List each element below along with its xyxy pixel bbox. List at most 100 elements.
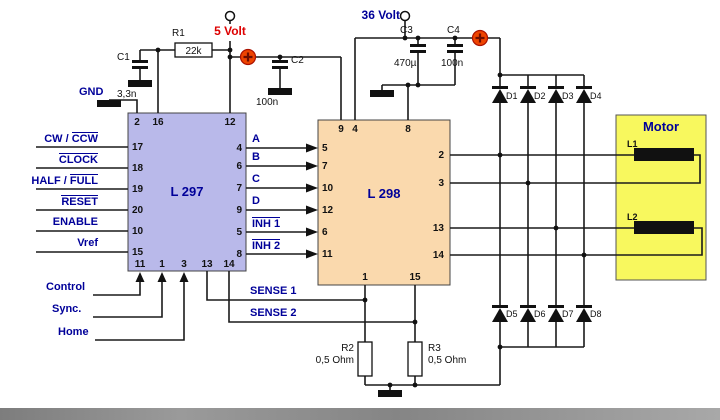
l298-pin-9: 9 [338, 124, 344, 135]
capacitor-c4 [447, 44, 463, 53]
input-label-vref: Vref [14, 237, 98, 250]
l297-pin-20: 20 [132, 205, 144, 216]
l297-pin-17: 17 [132, 142, 144, 153]
l297-pin-9: 9 [236, 205, 242, 216]
d2-label: D2 [534, 91, 546, 101]
r2-name: R2 [341, 343, 354, 354]
gnd-symbol [97, 100, 121, 107]
diode-d7 [548, 305, 564, 322]
l297-pin-12: 12 [224, 117, 236, 128]
gnd-label: GND [79, 86, 104, 98]
l298-title: L 298 [367, 186, 401, 201]
junction-dots [155, 35, 587, 388]
d5-label: D5 [506, 309, 518, 319]
label-overlined: FULL [69, 174, 98, 187]
diode-d5 [492, 305, 508, 322]
label-plain: D [252, 195, 260, 207]
input-label-reset: RESET [14, 195, 98, 209]
l297-pin-2: 2 [134, 117, 140, 128]
control-label: Control [46, 281, 86, 293]
ground-symbols [97, 80, 402, 397]
label-overlined: CLOCK [58, 153, 98, 166]
label-overlined: INH 2 [252, 239, 281, 252]
motor-title: Motor [642, 119, 680, 134]
c4-name: C4 [447, 25, 460, 36]
c1-value: 3,3n [117, 89, 137, 100]
plus-node-5v [239, 48, 257, 66]
l298-pin-10: 10 [322, 183, 334, 194]
arrow-right-icon [306, 143, 318, 153]
motor-winding-l2 [634, 221, 694, 234]
c3-value: 470µ [394, 58, 417, 69]
signal-label-inh1: INH 1 [252, 217, 281, 231]
d8-label: D8 [590, 309, 602, 319]
arrow-right-icon [306, 161, 318, 171]
capacitor-c1 [132, 60, 148, 69]
d1-label: D1 [506, 91, 518, 101]
arrow-right-icon [306, 227, 318, 237]
terminal-36v [399, 10, 411, 22]
signal-label-inh2: INH 2 [252, 239, 281, 253]
c1-name: C1 [117, 52, 130, 63]
bottom-edge-strip [0, 408, 720, 420]
l297-pin-19: 19 [132, 184, 144, 195]
label-plain: HALF / [31, 175, 70, 187]
arrow-right-icon [306, 249, 318, 259]
five-volt-label: 5 Volt [214, 24, 246, 38]
label-plain: B [252, 151, 260, 163]
sync-label: Sync. [52, 303, 82, 315]
l298-pin-14: 14 [432, 250, 444, 261]
d3-label: D3 [562, 91, 574, 101]
d7-label: D7 [562, 309, 574, 319]
l297-pin-10: 10 [132, 226, 144, 237]
resistor-r1 [174, 42, 213, 58]
l298-pin-4: 4 [352, 124, 358, 135]
diode-d1 [492, 86, 508, 103]
label-plain: A [252, 133, 260, 145]
l297-pin-7: 7 [236, 183, 242, 194]
c4-value: 100n [441, 58, 464, 69]
diode-d2 [520, 86, 536, 103]
l298-pin-13: 13 [432, 223, 444, 234]
signal-label-d: D [252, 195, 260, 208]
label-overlined: RESET [61, 195, 98, 208]
diode-d4 [576, 86, 592, 103]
l297-pin-4: 4 [236, 143, 242, 154]
terminal-5v [224, 10, 236, 22]
l297-pin-5: 5 [236, 227, 242, 238]
input-label-half-full: HALF / FULL [14, 174, 98, 188]
r1-name: R1 [172, 28, 185, 39]
c3-name: C3 [400, 25, 413, 36]
input-label-cw-ccw: CW / CCW [14, 132, 98, 146]
signal-label-c: C [252, 173, 260, 186]
l298-pin-2: 2 [438, 150, 444, 161]
label-plain: CW / [44, 133, 72, 145]
r3-value: 0,5 Ohm [428, 355, 467, 366]
gnd-symbol [370, 90, 394, 97]
l298-block [317, 119, 451, 286]
resistor-r2 [357, 341, 373, 377]
l298-pin-3: 3 [438, 178, 444, 189]
l297-pin-18: 18 [132, 163, 144, 174]
arrow-up-icon [135, 272, 145, 282]
plus-node-36v [471, 29, 489, 47]
signal-label-b: B [252, 151, 260, 164]
diode-d3 [548, 86, 564, 103]
input-label-clock: CLOCK [14, 153, 98, 167]
arrow-up-icon [157, 272, 167, 282]
l298-pin-6: 6 [322, 227, 328, 238]
label-overlined: INH 1 [252, 217, 281, 230]
gnd-symbol [128, 80, 152, 87]
l297-pin-15: 15 [132, 247, 144, 258]
l297-title: L 297 [170, 184, 204, 199]
resistor-r3 [407, 341, 423, 377]
l297-pin-14: 14 [223, 259, 235, 270]
l298-pin-8: 8 [405, 124, 411, 135]
r3-name: R3 [428, 343, 441, 354]
diode-d8 [576, 305, 592, 322]
l297-pin-16: 16 [152, 117, 164, 128]
arrow-up-icon [179, 272, 189, 282]
signal-arrows [135, 143, 318, 282]
